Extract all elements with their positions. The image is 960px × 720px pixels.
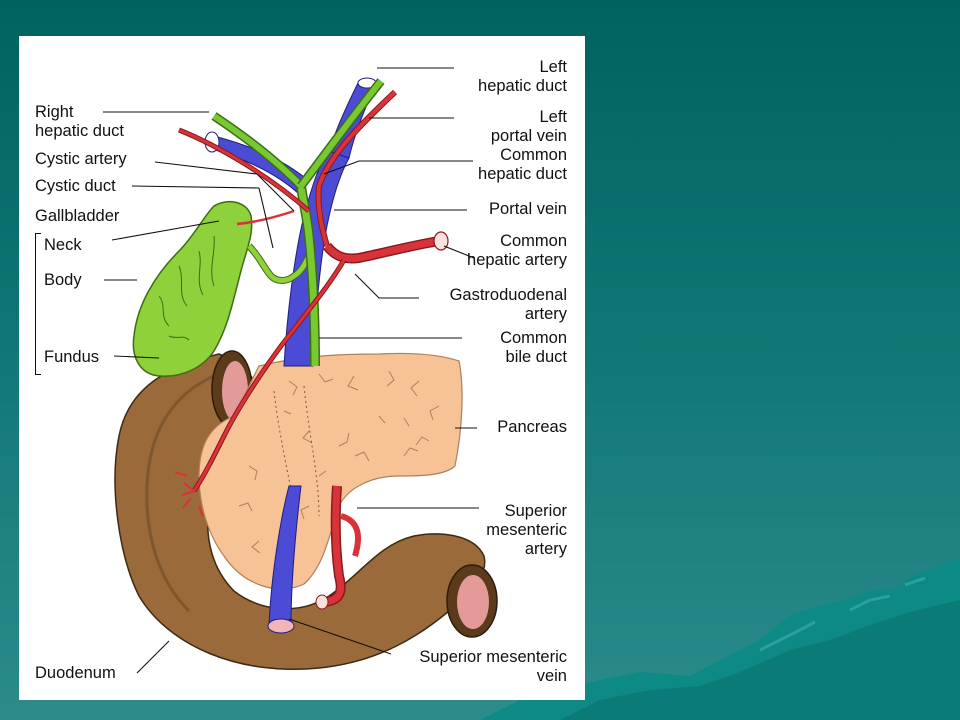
diagram-panel: Right hepatic duct Cystic artery Cystic …	[19, 36, 585, 700]
label-superior-mesenteric-artery: Superior mesenteric artery	[486, 502, 567, 558]
gallbladder-folds	[158, 235, 215, 341]
label-neck: Neck	[44, 236, 82, 254]
gallbladder-bracket	[35, 233, 41, 375]
common-hepatic-artery-lumen	[433, 231, 449, 251]
label-cystic-duct: Cystic duct	[35, 177, 116, 195]
label-right-hepatic-duct: Right hepatic duct	[35, 103, 124, 140]
label-pancreas: Pancreas	[497, 418, 567, 436]
label-common-hepatic-artery: Common hepatic artery	[467, 232, 567, 269]
superior-mesenteric-vein	[268, 485, 302, 627]
label-superior-mesenteric-vein: Superior mesenteric vein	[419, 648, 567, 685]
mountain-highlight	[759, 576, 926, 652]
superior-mesenteric-artery-fill	[322, 485, 345, 606]
duodenum-lumen-right-inner	[457, 575, 489, 629]
anatomy-diagram	[103, 67, 498, 674]
label-gastroduodenal-artery: Gastroduodenal artery	[449, 286, 567, 323]
label-portal-vein: Portal vein	[489, 200, 567, 218]
label-left-hepatic-duct: Left hepatic duct	[478, 58, 567, 95]
mountain-shade	[560, 600, 960, 720]
common-bile-duct-fill	[297, 185, 319, 367]
leader-lines	[103, 67, 479, 674]
gastroduodenal-artery-fill	[192, 259, 346, 492]
label-common-bile-duct: Common bile duct	[500, 329, 567, 366]
label-duodenum: Duodenum	[35, 664, 116, 682]
pancreaticoduodenal-branches	[174, 471, 204, 517]
smv-lumen	[267, 618, 295, 634]
proper-hepatic-artery-fill	[316, 90, 397, 247]
cystic-duct-fill	[247, 244, 312, 283]
left-hepatic-duct-fill	[298, 79, 384, 188]
cystic-artery-vessel	[236, 209, 295, 226]
label-left-portal-vein: Left portal vein	[490, 108, 567, 145]
right-hepatic-artery-fill	[178, 128, 310, 213]
common-hepatic-artery-fill	[324, 237, 440, 262]
label-common-hepatic-duct: Common hepatic duct	[478, 146, 567, 183]
label-fundus: Fundus	[44, 348, 100, 366]
sma-lumen	[315, 594, 329, 610]
right-hepatic-duct-fill	[212, 113, 304, 189]
duodenum-inner-shade	[145, 374, 215, 613]
gallbladder	[132, 200, 253, 377]
sma-branch	[339, 513, 361, 557]
label-body: Body	[44, 271, 82, 289]
label-cystic-artery: Cystic artery	[35, 150, 127, 168]
label-gallbladder: Gallbladder	[35, 207, 120, 225]
